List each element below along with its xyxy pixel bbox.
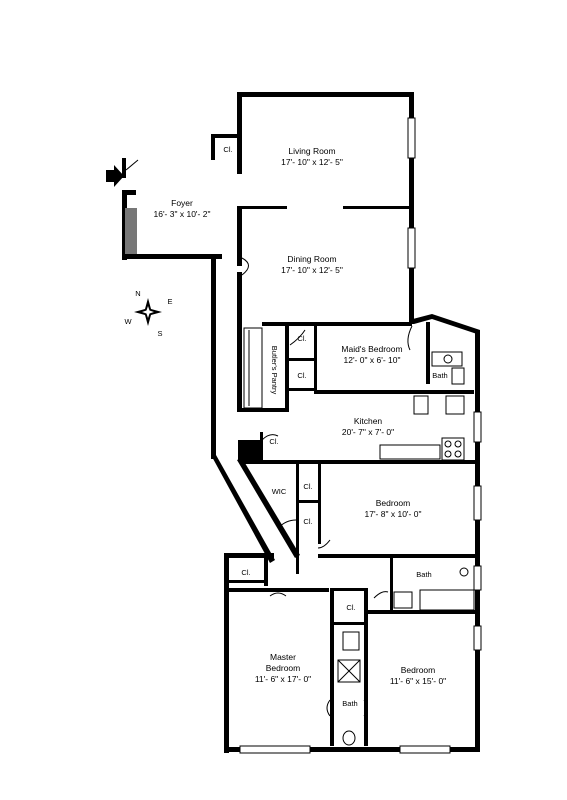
compass-s-label: S	[157, 329, 162, 338]
compass-w-label: W	[124, 317, 132, 326]
foyer-name: Foyer	[171, 198, 193, 208]
compass-rose-icon: N E S W	[124, 289, 172, 338]
closet-label: Cl.	[303, 482, 312, 491]
maids-bedroom-dims: 12'- 0" x 6'- 10"	[343, 355, 400, 365]
door-swings	[125, 159, 413, 717]
compass-n-label: N	[135, 289, 140, 298]
butlers-pantry-label: Butler's Pantry	[270, 346, 279, 395]
exterior-walls	[122, 92, 480, 753]
compass-e-label: E	[167, 297, 172, 306]
living-room-name: Living Room	[288, 146, 335, 156]
bedroom2-name: Bedroom	[401, 665, 436, 675]
bedroom1-name: Bedroom	[376, 498, 411, 508]
bath-label: Bath	[416, 570, 431, 579]
fixtures	[243, 327, 475, 746]
maid-bath-label: Bath	[432, 371, 447, 380]
windows	[125, 117, 482, 754]
closet-label: Cl.	[269, 437, 278, 446]
master-bath-label: Bath	[342, 699, 357, 708]
closet-label: Cl.	[346, 603, 355, 612]
dining-room-name: Dining Room	[287, 254, 336, 264]
bedroom2-dims: 11'- 6" x 15'- 0"	[390, 676, 446, 686]
master-bedroom-name-2: Bedroom	[266, 663, 301, 673]
master-bedroom-name-1: Master	[270, 652, 296, 662]
interior-walls	[224, 206, 478, 746]
dining-room-dims: 17'- 10" x 12'- 5"	[281, 265, 343, 275]
closet-label: Cl.	[297, 334, 306, 343]
closet-label: Cl.	[241, 568, 250, 577]
closet-label: Cl.	[297, 371, 306, 380]
entry-arrow-icon	[106, 165, 124, 187]
kitchen-dims: 20'- 7" x 7'- 0"	[342, 427, 394, 437]
living-room-dims: 17'- 10" x 12'- 5"	[281, 157, 343, 167]
kitchen-name: Kitchen	[354, 416, 383, 426]
wic-label: WIC	[272, 487, 287, 496]
bedroom1-dims: 17'- 8" x 10'- 0"	[364, 509, 421, 519]
master-bedroom-dims: 11'- 6" x 17'- 0"	[255, 674, 311, 684]
room-labels: Living Room 17'- 10" x 12'- 5" Dining Ro…	[153, 146, 446, 686]
small-labels: Cl. Cl. Cl. Cl. Cl. Cl. Cl. Cl. Bath Bat…	[223, 145, 447, 708]
closet-label: Cl.	[223, 145, 232, 154]
closet-label: Cl.	[303, 517, 312, 526]
foyer-dims: 16'- 3" x 10'- 2"	[153, 209, 210, 219]
maids-bedroom-name: Maid's Bedroom	[341, 344, 402, 354]
